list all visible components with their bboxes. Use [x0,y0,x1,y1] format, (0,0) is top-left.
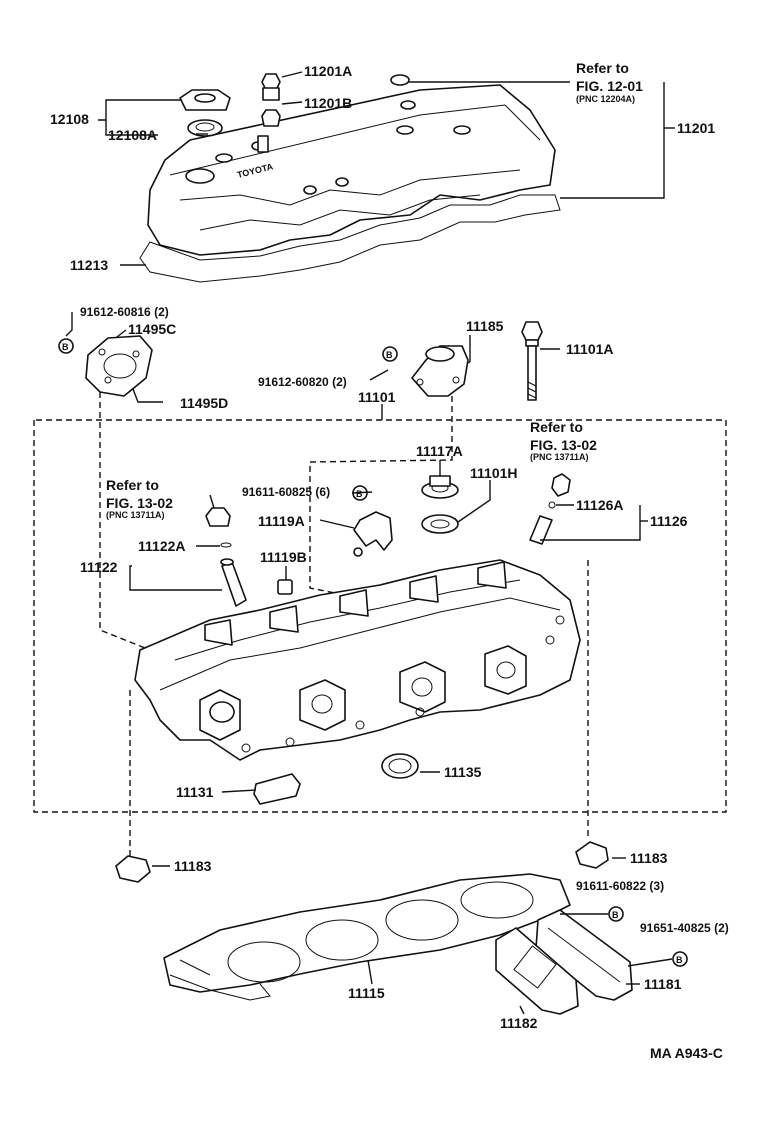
b-marker: B [356,489,363,499]
label-11115: 11115 [348,985,385,1001]
oil-filler-cap [179,89,231,137]
b-marker: B [676,955,683,965]
b-marker: B [386,350,393,360]
label-11119A: 11119A [258,513,305,529]
bracket-11495 [85,335,153,397]
label-fig-12-01: FIG. 12-01 [576,78,643,94]
label-11183-right: 11183 [630,850,668,866]
label-11495D: 11495D [180,395,228,411]
label-11126: 11126 [650,513,688,529]
label-91612-60816: 91612-60816 (2) [80,305,169,319]
label-11135: 11135 [444,764,482,780]
label-11201: 11201 [677,120,715,136]
label-11126A: 11126A [576,497,624,513]
b-marker: B [612,910,619,920]
label-refer-to-2: Refer to [530,419,583,435]
label-11122: 11122 [80,559,118,575]
assembly-box-11101 [33,404,727,813]
label-fig-13-02-left: FIG. 13-02 [106,495,173,511]
bolt-11101A [521,321,543,401]
label-11181: 11181 [644,976,682,992]
label-91612-60820: 91612-60820 (2) [258,375,347,389]
label-11183-left: 11183 [174,858,212,874]
label-91651-40825: 91651-40825 (2) [640,921,729,935]
small-parts [205,473,571,805]
label-11185: 11185 [466,318,504,334]
label-refer-to-3: Refer to [106,477,159,493]
label-11182: 11182 [500,1015,538,1031]
label-11119B: 11119B [260,549,307,565]
cover-gasket-11213 [139,194,561,283]
part-labels: 11201A 11201B 12108 12108A Refer to FIG.… [50,60,729,1061]
label-11131: 11131 [176,784,214,800]
label-11101A: 11101A [566,341,614,357]
cylinder-head [134,559,581,761]
guide-lines [99,392,589,858]
b-marker: B [62,342,69,352]
label-11117A: 11117A [416,443,463,459]
label-91611-60825: 91611-60825 (6) [242,485,330,499]
label-refer-to-1: Refer to [576,60,629,76]
label-91611-60822: 91611-60822 (3) [576,879,664,893]
plugs-11183 [115,841,626,883]
label-pnc-13711A-right: (PNC 13711A) [530,452,589,462]
plates-11181-11182 [495,909,673,1015]
label-fig-13-02-right: FIG. 13-02 [530,437,597,453]
label-11122A: 11122A [138,538,186,554]
housing-11185 [411,345,469,397]
label-12108: 12108 [50,111,89,127]
label-11495C: 11495C [128,321,176,337]
label-11213: 11213 [70,257,108,273]
label-11201B: 11201B [304,95,352,111]
diagram-code: MA A943-C [650,1045,723,1061]
label-12108A: 12108A [108,127,157,143]
valve-cover: TOYOTA [147,84,556,256]
box-leaders [129,460,648,793]
cover-bolts [261,73,410,127]
label-pnc-12204A: (PNC 12204A) [576,94,635,104]
label-pnc-13711A-left: (PNC 13711A) [106,510,165,520]
label-11201A: 11201A [304,63,352,79]
label-11101: 11101 [358,389,396,405]
label-11101H: 11101H [470,465,518,481]
